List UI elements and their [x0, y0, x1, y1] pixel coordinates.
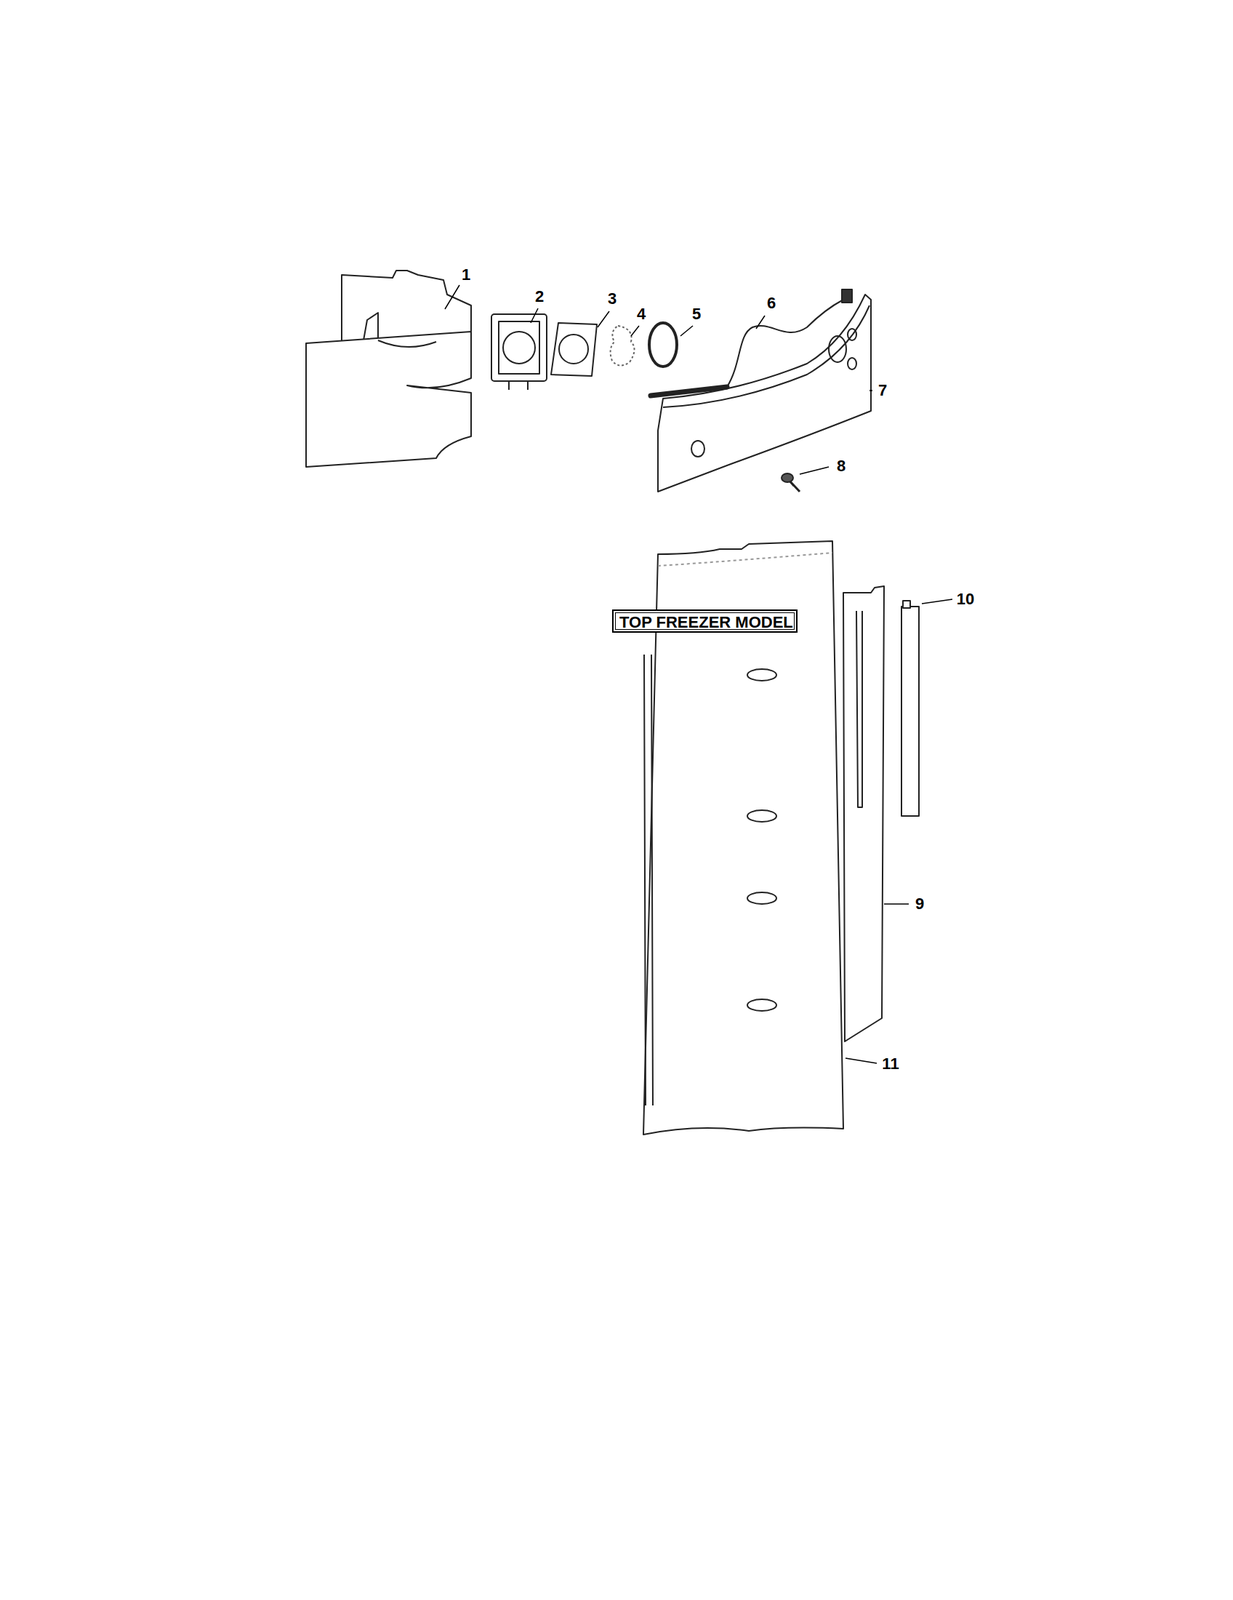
callout-number: 9 — [913, 894, 926, 913]
strip-part — [901, 606, 919, 816]
model-tag: TOP FREEZER MODEL — [612, 609, 798, 633]
bracket-plate — [306, 331, 472, 467]
callout-number: 7 — [876, 381, 889, 400]
callout-number: 1 — [460, 266, 472, 284]
callout-number: 4 — [635, 305, 648, 323]
callout-number: 6 — [765, 294, 778, 312]
callout-number: 8 — [835, 457, 847, 475]
sensor-rod — [650, 386, 728, 396]
callout-number: 5 — [690, 305, 703, 323]
ring-part — [649, 322, 677, 367]
housing-part — [491, 314, 547, 381]
sensor-wire — [727, 299, 844, 387]
seal-part — [610, 325, 635, 366]
leader-lines — [444, 284, 953, 1063]
gasket-part — [551, 322, 597, 376]
callout-number: 2 — [533, 287, 546, 306]
model-label: TOP FREEZER MODEL — [619, 614, 794, 631]
callout-number: 11 — [880, 1054, 901, 1073]
liner-part — [843, 585, 885, 1042]
callout-number: 3 — [606, 290, 618, 308]
callout-number: 10 — [955, 590, 976, 608]
bracket-part — [341, 270, 472, 342]
